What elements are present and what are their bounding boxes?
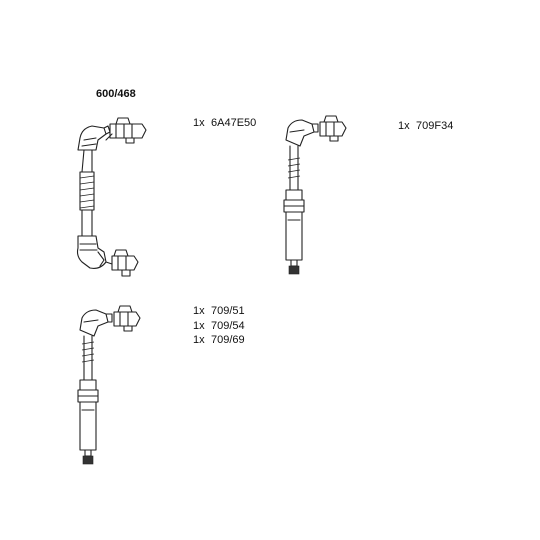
bottom-connector-clip — [105, 249, 139, 277]
coil-cable-drawing — [76, 117, 147, 277]
part-qty: 1x — [193, 334, 205, 346]
top-angled-boot — [77, 125, 111, 151]
part-label-709f34: 1x 709F34 — [398, 120, 453, 132]
part-qty: 1x — [193, 320, 205, 332]
part-code: 709/51 — [211, 305, 245, 317]
part-code: 6A47E50 — [211, 117, 257, 129]
part-code: 709F34 — [416, 120, 454, 132]
part-label-709-69: 1x 709/69 — [193, 334, 245, 346]
part-label-6a47e50: 1x 6A47E50 — [193, 117, 256, 129]
part-label-709-54: 1x 709/54 — [193, 320, 245, 332]
part-qty: 1x — [193, 305, 205, 317]
part-qty: 1x — [398, 120, 410, 132]
part-code: 709/69 — [211, 334, 245, 346]
bottom-angled-boot — [76, 235, 107, 269]
part-qty: 1x — [193, 117, 205, 129]
plug-cable-709-drawing — [77, 305, 141, 465]
set-number: 600/468 — [96, 88, 136, 100]
part-label-709-51: 1x 709/51 — [193, 305, 245, 317]
part-code: 709/54 — [211, 320, 245, 332]
top-connector-clip — [105, 117, 147, 144]
plug-cable-709f34-drawing — [283, 115, 347, 275]
